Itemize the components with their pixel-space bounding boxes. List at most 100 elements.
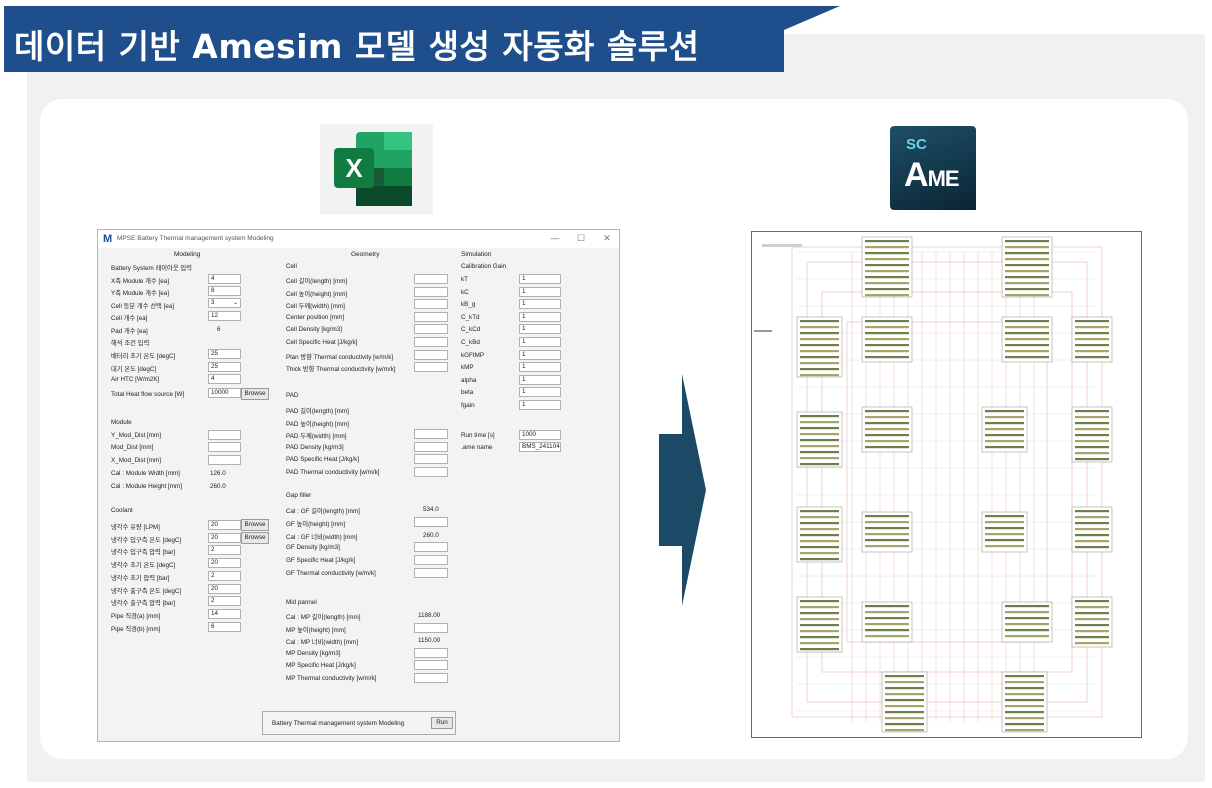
mid-cal-value: 1188.00: [418, 612, 441, 619]
cell-param-input[interactable]: [414, 286, 448, 297]
pad-param-input[interactable]: [414, 441, 448, 452]
module-row-label: Y_Mod_Dist [mm]: [111, 432, 162, 439]
coolant-value-input[interactable]: 14: [208, 608, 241, 619]
pad-param-input[interactable]: [414, 454, 448, 465]
gain-value-input[interactable]: 1: [519, 299, 561, 310]
battery-row-label: X축 Module 개수 [ea]: [111, 278, 169, 285]
coolant-row-label: 냉각수 입구측 온도 [degC]: [111, 536, 182, 544]
pad-count-label: Pad 개수 [ea]: [111, 328, 148, 335]
coolant-row-label: Pipe 직경(a) [mm]: [111, 612, 161, 620]
battery-init-temp-input[interactable]: 25: [208, 349, 241, 359]
gain-value-input[interactable]: 1: [519, 274, 561, 284]
coolant-value-input[interactable]: 20: [208, 520, 241, 530]
gain-row-label: C_kCd: [461, 326, 481, 334]
module-width-value: 126.0: [210, 470, 226, 477]
cell-division-select[interactable]: 3⌄: [208, 298, 241, 308]
gain-row-label: kMP: [461, 364, 474, 372]
gain-value-input[interactable]: 1: [519, 387, 561, 398]
geometry-header: Geometry: [351, 251, 380, 258]
cell-param-input[interactable]: [414, 299, 448, 310]
coolant-browse-button[interactable]: Browse: [241, 531, 269, 544]
run-button[interactable]: Run: [431, 717, 453, 729]
gain-value-input[interactable]: 1: [519, 311, 561, 322]
ambient-temp-input[interactable]: 25: [208, 362, 241, 372]
gain-value-input[interactable]: 1: [519, 400, 561, 410]
pad-row-label: PAD 높이(height) [mm]: [286, 420, 349, 428]
gap-cal-value: 260.0: [423, 531, 439, 539]
battery-row-label: Cell 개수 [ea]: [111, 315, 148, 322]
battery-layout-title: Battery System 레이아웃 입력: [111, 265, 192, 272]
module-height-value: 260.0: [210, 483, 226, 490]
runtime-input[interactable]: 1000: [519, 430, 561, 440]
ame-name-input[interactable]: BMS_241104: [519, 442, 561, 452]
calibration-gain-title: Calibration Gain: [461, 263, 507, 270]
coolant-value-input[interactable]: 20: [208, 558, 241, 569]
mid-param-input[interactable]: [414, 622, 448, 633]
coolant-value-input[interactable]: 2: [208, 596, 241, 607]
x-module-count-input[interactable]: 4: [208, 274, 241, 284]
gain-value-input[interactable]: 1: [519, 337, 561, 347]
amesim-sc-text: SC: [906, 136, 927, 153]
coolant-browse-button[interactable]: Browse: [241, 519, 269, 531]
pad-param-input[interactable]: [414, 467, 448, 477]
gain-value-input[interactable]: 1: [519, 349, 561, 360]
minimize-button[interactable]: —: [550, 233, 560, 243]
amesim-model-diagram: [751, 231, 1142, 738]
mid-row-label: MP Specific Heat [J/kg/k]: [286, 662, 356, 670]
coolant-row-label: 냉각수 출구측 온도 [degC]: [111, 587, 182, 595]
mid-param-input[interactable]: [414, 660, 448, 671]
cell-param-input[interactable]: [414, 324, 448, 335]
cell-param-input[interactable]: [414, 349, 448, 360]
gain-value-input[interactable]: 1: [519, 362, 561, 373]
gap-param-input[interactable]: [414, 516, 448, 527]
gap-param-input[interactable]: [414, 568, 448, 578]
coolant-row-label: 냉각수 입구측 압력 [bar]: [111, 549, 176, 557]
condition-row-label: 대기 온도 [degC]: [111, 366, 157, 373]
gain-row-label: kGFtMP: [461, 351, 485, 359]
cell-row-label: Center position [mm]: [286, 313, 345, 321]
run-group-label: Battery Thermal management system Modeli…: [272, 720, 405, 727]
cell-param-input[interactable]: [414, 337, 448, 347]
mid-param-input[interactable]: [414, 647, 448, 658]
gap-row-label: Cal : GF 길이(length) [mm]: [286, 508, 360, 515]
coolant-row-label: 냉각수 출구측 압력 [bar]: [111, 600, 176, 608]
coolant-value-input[interactable]: 20: [208, 583, 241, 594]
window-title: MPSE Battery Thermal management system M…: [117, 235, 274, 242]
mod-dist-input[interactable]: [208, 442, 241, 452]
coolant-value-input[interactable]: 2: [208, 545, 241, 556]
coolant-value-input[interactable]: 6: [208, 621, 241, 632]
cell-count-input[interactable]: 12: [208, 311, 241, 321]
y-mod-dist-input[interactable]: [208, 430, 241, 440]
coolant-value-input[interactable]: 2: [208, 570, 241, 581]
close-button[interactable]: ✕: [603, 233, 611, 243]
excel-letter: X: [345, 153, 363, 183]
gap-param-input[interactable]: [414, 555, 448, 566]
pad-row-label: PAD Specific Heat [J/kg/k]: [286, 456, 360, 464]
gain-row-label: C_kTd: [461, 313, 480, 321]
maximize-button[interactable]: ☐: [576, 233, 586, 243]
gain-value-input[interactable]: 1: [519, 324, 561, 335]
gap-filler-title: Gap filler: [286, 492, 312, 499]
mid-param-input[interactable]: [414, 673, 448, 683]
cell-param-input[interactable]: [414, 311, 448, 322]
coolant-value-input[interactable]: 20: [208, 532, 241, 543]
title-banner: 데이터 기반 Amesim 모델 생성 자동화 솔루션: [4, 6, 784, 72]
heat-flow-browse-button[interactable]: Browse: [241, 388, 269, 400]
heat-flow-input[interactable]: 10000: [208, 388, 241, 398]
excel-icon: X: [334, 132, 412, 206]
pad-row-label: PAD Thermal conductivity [w/m/k]: [286, 469, 380, 476]
pad-row-label: PAD Density [kg/m3]: [286, 443, 344, 451]
pad-param-input[interactable]: [414, 429, 448, 440]
cell-param-input[interactable]: [414, 362, 448, 373]
gain-value-input[interactable]: 1: [519, 374, 561, 385]
y-module-count-input[interactable]: 8: [208, 286, 241, 296]
x-mod-dist-input[interactable]: [208, 455, 241, 465]
gap-row-label: Cal : GF 너비(width) [mm]: [286, 533, 358, 541]
gap-param-input[interactable]: [414, 542, 448, 553]
coolant-row-label: 냉각수 초기 온도 [degC]: [111, 562, 176, 570]
air-htc-input[interactable]: 4: [208, 374, 241, 384]
mid-row-label: MP 높이(height) [mm]: [286, 626, 346, 634]
gain-value-input[interactable]: 1: [519, 286, 561, 297]
cell-param-input[interactable]: [414, 274, 448, 284]
condition-title: 해석 조건 입력: [111, 340, 150, 347]
